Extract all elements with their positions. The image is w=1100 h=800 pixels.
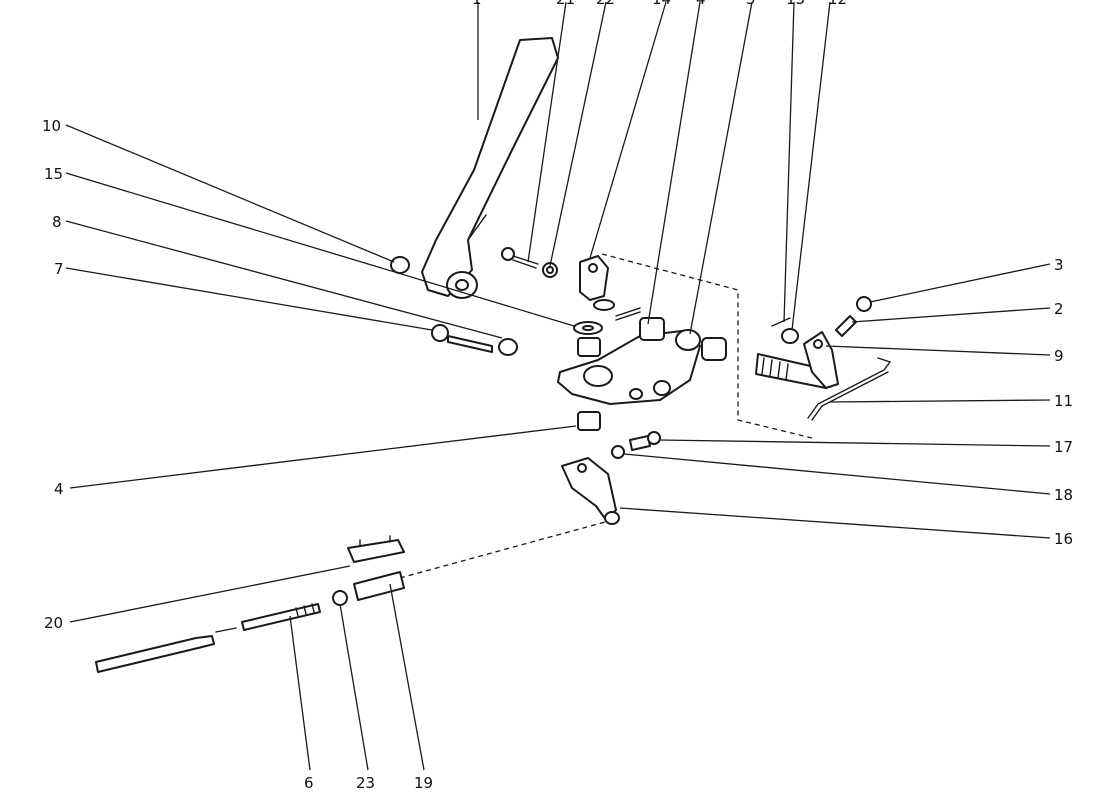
part-19-clevis-end (353, 571, 405, 601)
part-22-nut (542, 262, 558, 278)
part-6-threaded-rod (95, 603, 321, 673)
assembly-dashed-outline (601, 253, 813, 439)
callout-8: 8 (52, 213, 62, 231)
assembly-dashed-rod-link (399, 521, 606, 579)
part-20-fork (347, 535, 405, 563)
callout-3: 3 (1054, 256, 1064, 274)
leader-lines (65, 1, 1051, 771)
callout-7: 7 (54, 260, 64, 278)
part-3-nut (856, 296, 872, 312)
callout-9: 9 (1054, 347, 1064, 365)
part-21-bolt (501, 247, 539, 269)
part-8-bushing (577, 337, 601, 357)
splined-shaft (755, 328, 829, 389)
callout-19: 19 (414, 774, 433, 792)
callout-1: 1 (472, 0, 482, 8)
callout-14: 14 (652, 0, 671, 8)
part-4-bushing (577, 411, 601, 431)
callout-23: 23 (356, 774, 375, 792)
callout-5: 5 (746, 0, 756, 8)
callout-21: 21 (556, 0, 575, 8)
callout-12: 12 (828, 0, 847, 8)
part-18-washer (611, 445, 625, 459)
callout-11: 11 (1054, 392, 1073, 410)
part-16-clevis-arm (561, 457, 620, 525)
part-23-nut (332, 590, 348, 606)
part-2-screw (835, 315, 857, 337)
callout-20: 20 (44, 614, 63, 632)
part-15-washer (573, 299, 615, 335)
callout-2: 2 (1054, 300, 1064, 318)
part-14-lever-bracket (579, 255, 609, 301)
part-10-clip (390, 256, 410, 274)
callout-4: 4 (54, 480, 64, 498)
callout-15: 15 (44, 165, 63, 183)
part-13-split-pin (615, 307, 791, 327)
part-7-long-bolt (431, 324, 518, 356)
bearing-sleeve (701, 337, 727, 361)
callout-4-top: 4 (696, 0, 706, 8)
callout-22: 22 (596, 0, 615, 8)
callout-6: 6 (304, 774, 314, 792)
part-11-bent-rod (807, 357, 892, 421)
part-5-pivot-housing (557, 317, 701, 405)
pedal-lever-arm (421, 37, 559, 299)
part-17-bolt (629, 431, 661, 451)
callout-13: 13 (786, 0, 805, 8)
callout-17: 17 (1054, 438, 1073, 456)
callout-labels: 1 21 22 14 4 5 13 12 10 15 8 7 3 2 9 11 … (42, 0, 1073, 792)
callout-10: 10 (42, 117, 61, 135)
callout-18: 18 (1054, 486, 1073, 504)
callout-16: 16 (1054, 530, 1073, 548)
